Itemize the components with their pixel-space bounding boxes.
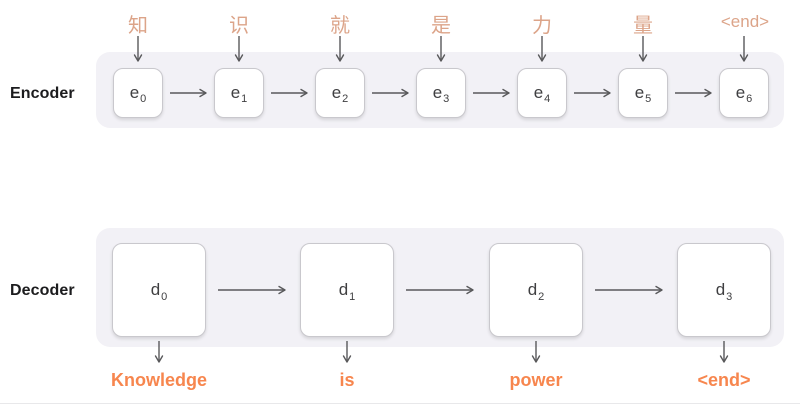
cell-base: e — [331, 83, 342, 102]
cell-base: d — [715, 280, 726, 299]
cell-subscript: 5 — [645, 93, 652, 105]
cell-subscript: 3 — [726, 291, 733, 303]
cell-subscript: 2 — [342, 93, 349, 105]
cell-subscript: 2 — [538, 291, 545, 303]
decoder-panel — [96, 228, 784, 347]
cell-base: e — [735, 83, 746, 102]
encoder-input-token-0: 知 — [128, 15, 148, 37]
cell-base: d — [338, 280, 349, 299]
encoder-label: Encoder — [10, 85, 75, 102]
cell-base: d — [150, 280, 161, 299]
cell-base: e — [129, 83, 140, 102]
cell-subscript: 1 — [241, 93, 248, 105]
decoder-output-token-0: Knowledge — [110, 370, 207, 390]
bottom-divider — [0, 403, 800, 404]
cell-subscript: 0 — [161, 291, 168, 303]
cell-subscript: 4 — [544, 93, 551, 105]
cell-subscript: 1 — [349, 291, 356, 303]
cell-base: e — [230, 83, 241, 102]
encoder-input-token-2: 就 — [330, 15, 350, 37]
cell-subscript: 6 — [746, 93, 753, 105]
encoder-input-token-3: 是 — [431, 15, 451, 37]
decoder-output-token-2: power — [509, 370, 563, 390]
decoder-output-token-1: is — [339, 370, 355, 390]
encoder-input-token-5: 量 — [633, 15, 653, 37]
cell-subscript: 3 — [443, 93, 450, 105]
cell-base: e — [533, 83, 544, 102]
cell-subscript: 0 — [140, 93, 147, 105]
decoder-output-token-3: <end> — [697, 370, 751, 390]
encoder-input-token-4: 力 — [532, 15, 552, 37]
decoder-label: Decoder — [10, 282, 75, 299]
encoder-input-token-1: 识 — [229, 15, 249, 37]
encoder-input-token-end: <end> — [720, 12, 770, 31]
cell-base: e — [432, 83, 443, 102]
cell-base: e — [634, 83, 645, 102]
cell-base: d — [527, 280, 538, 299]
